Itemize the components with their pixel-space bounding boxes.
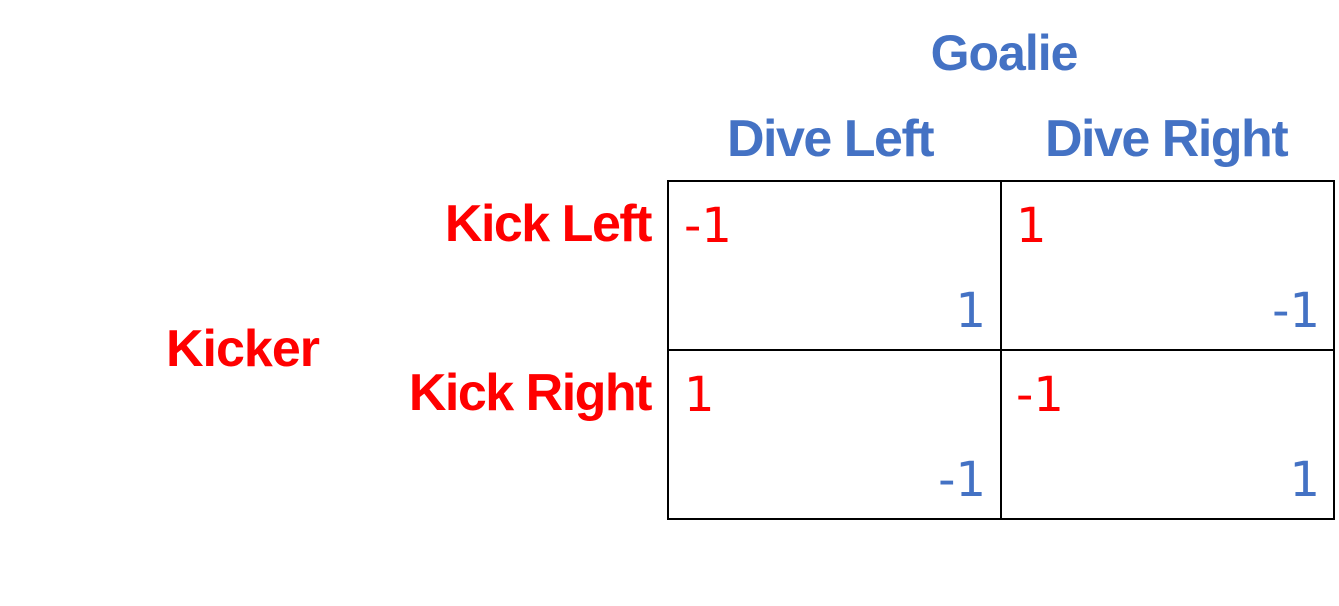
goalie-strategy-dive-right: Dive Right (1045, 110, 1289, 168)
payoff-kicker-kickright-diveleft: 1 (684, 367, 715, 423)
goalie-strategy-dive-left: Dive Left (727, 110, 935, 168)
payoff-kicker-kickleft-diveright: 1 (1016, 198, 1047, 254)
payoff-goalie-kickleft-diveright: -1 (1272, 283, 1320, 339)
kicker-strategy-kick-right: Kick Right (408, 364, 653, 422)
payoff-goalie-kickright-diveleft: -1 (938, 452, 986, 508)
kicker-strategy-kick-left: Kick Left (444, 195, 653, 253)
kicker-player-label: Kicker (166, 320, 320, 378)
payoff-goalie-kickleft-diveleft: 1 (955, 283, 986, 339)
goalie-player-label: Goalie (930, 25, 1079, 81)
matrix-row-divider (667, 349, 1335, 351)
payoff-goalie-kickright-diveright: 1 (1289, 452, 1320, 508)
payoff-kicker-kickright-diveright: -1 (1016, 367, 1064, 423)
payoff-kicker-kickleft-diveleft: -1 (684, 198, 732, 254)
